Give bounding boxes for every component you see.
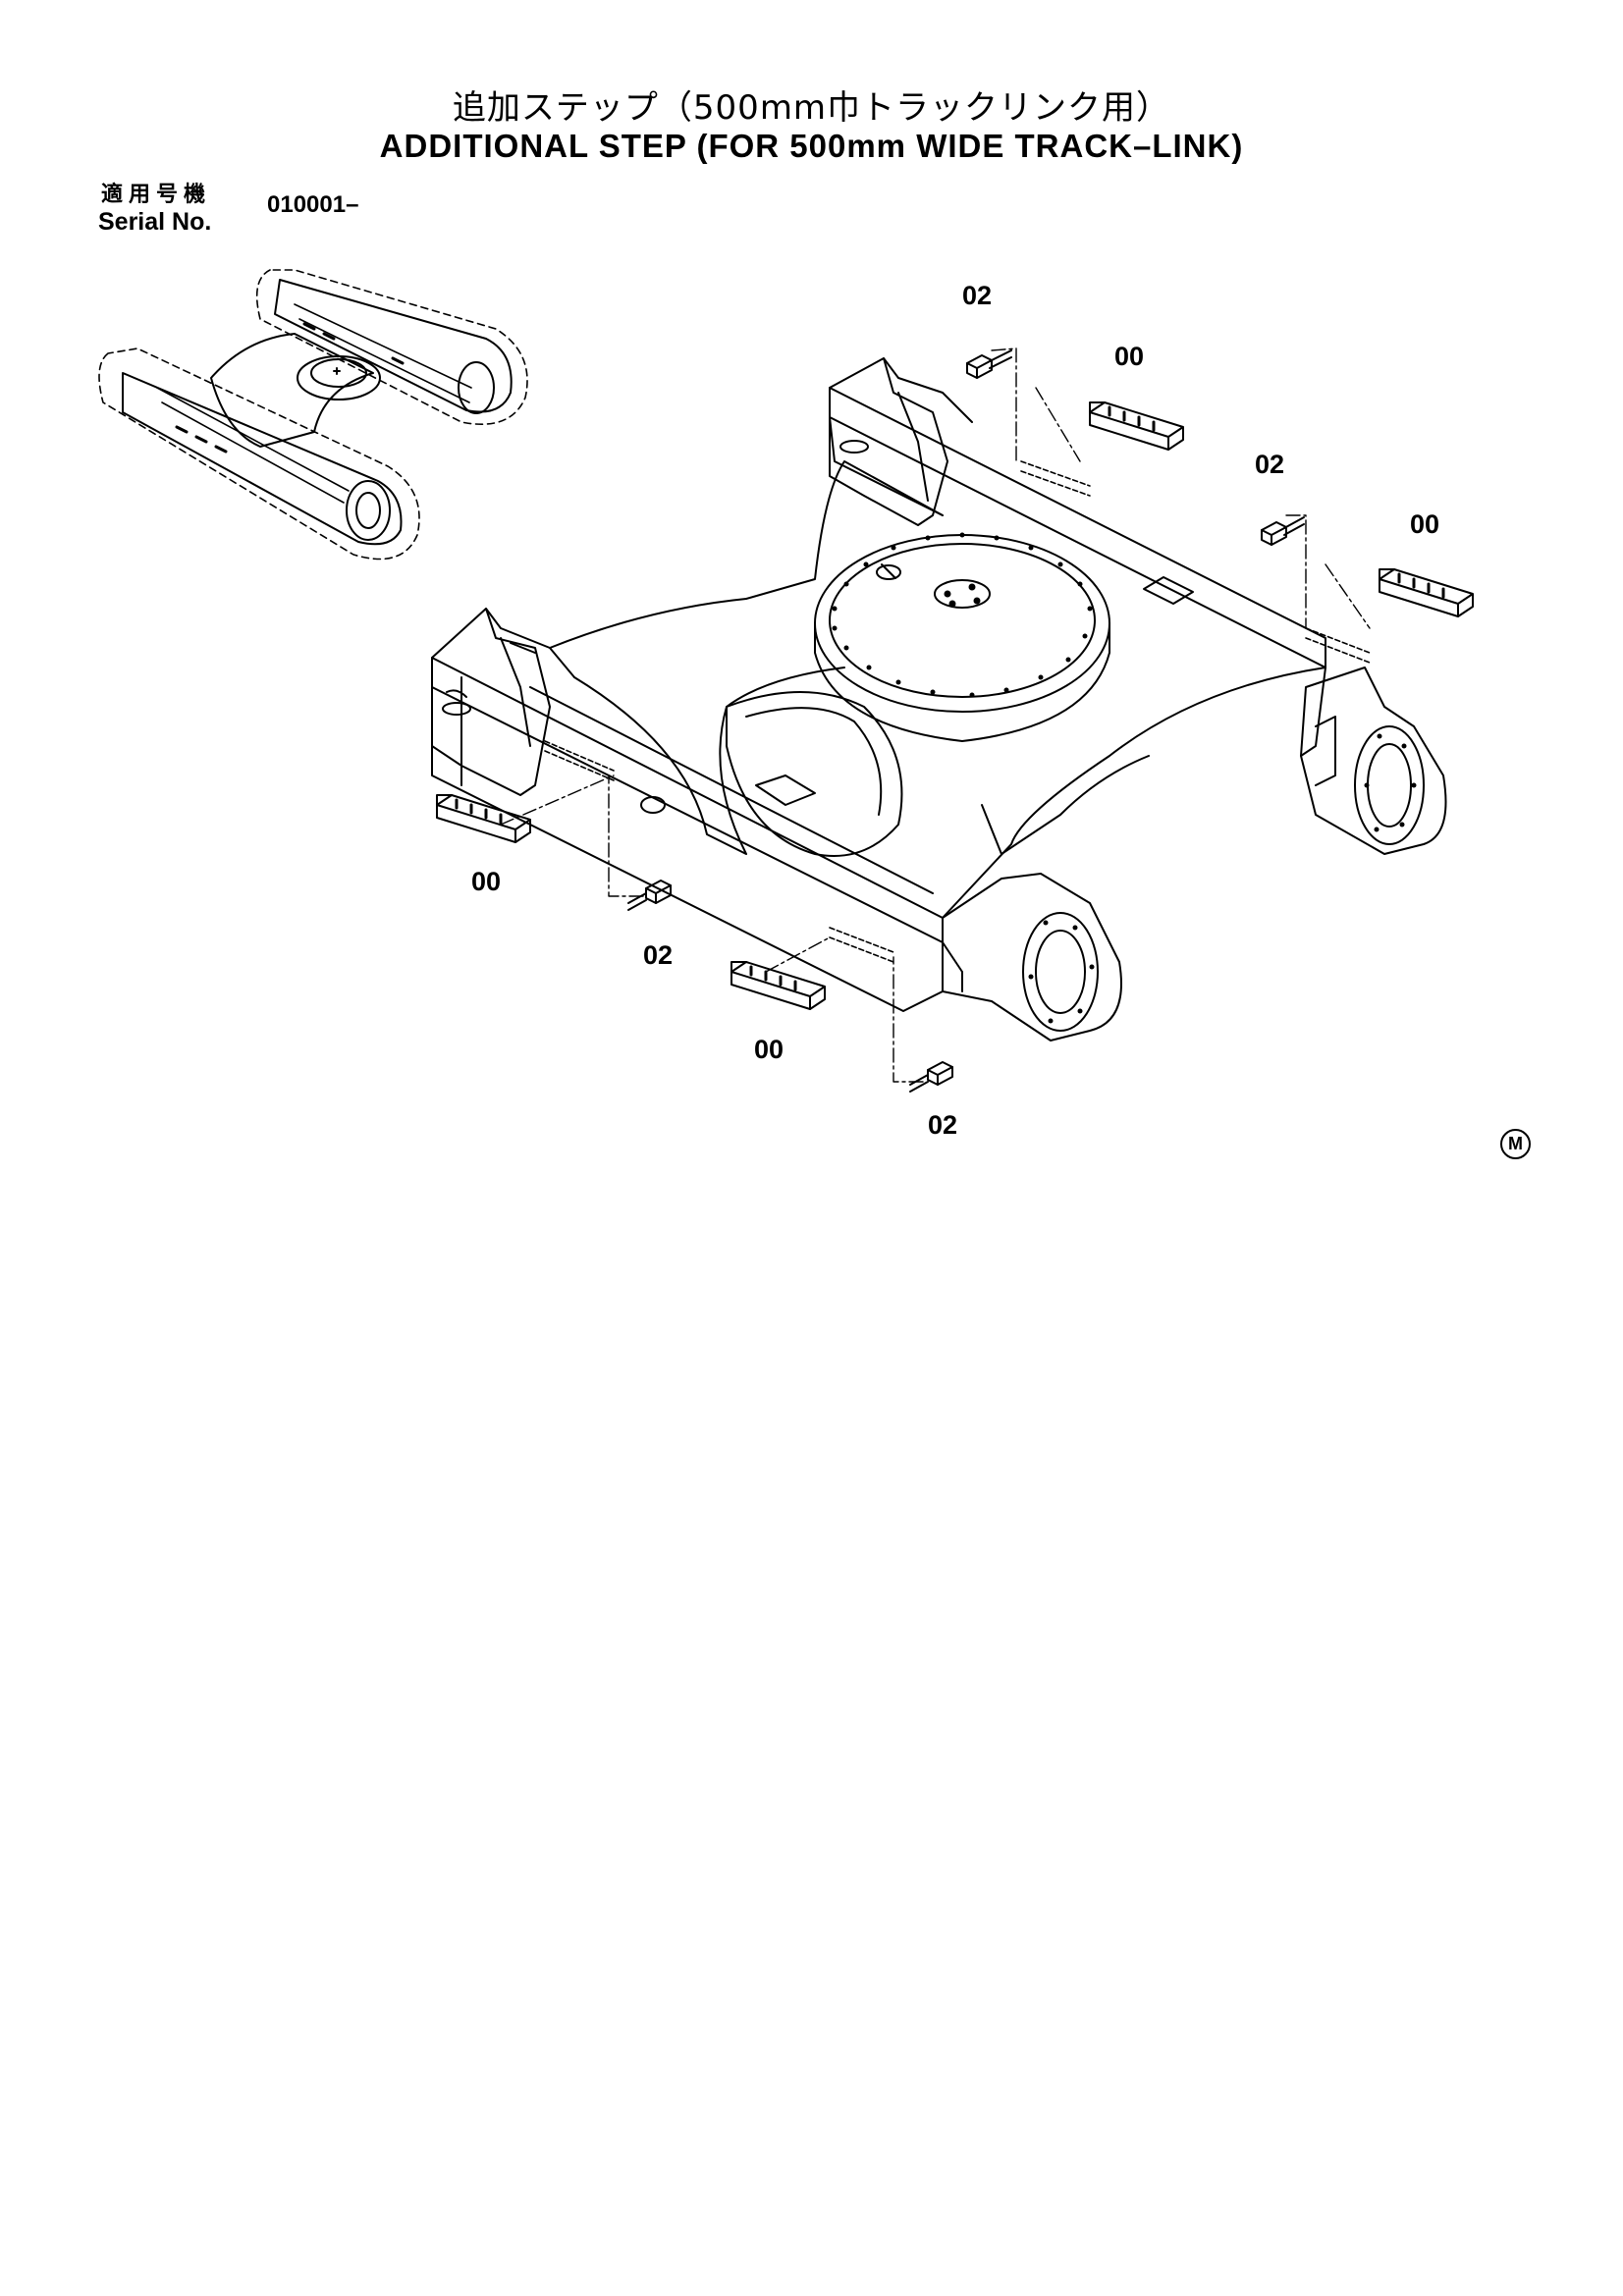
bolt-part-top xyxy=(966,349,1012,379)
step-part-right xyxy=(1379,568,1474,617)
callout-step-front: 00 xyxy=(754,1035,784,1064)
page-title-japanese: 追加ステップ（500mm巾トラックリンク用） xyxy=(452,88,1171,128)
bolt-part-left xyxy=(627,880,672,911)
callout-step-right: 00 xyxy=(1410,509,1439,539)
serial-number-value: 010001– xyxy=(267,191,359,218)
callout-bolt-top: 02 xyxy=(962,281,992,310)
page-title-english: ADDITIONAL STEP (FOR 500mm WIDE TRACK–LI… xyxy=(379,128,1244,164)
callout-step-top: 00 xyxy=(1114,342,1144,371)
step-part-front xyxy=(730,961,826,1010)
callout-bolt-left: 02 xyxy=(643,940,673,970)
circled-m-mark: M xyxy=(1500,1129,1531,1159)
step-mounting-positions xyxy=(544,460,1371,963)
track-frame-main-view xyxy=(431,357,1447,1041)
bolt-part-front xyxy=(909,1061,953,1093)
leader-lines xyxy=(500,347,1371,1083)
callout-bolt-right: 02 xyxy=(1255,450,1284,479)
step-part-left xyxy=(436,794,531,843)
serial-label-english: Serial No. xyxy=(98,208,212,236)
bolt-part-right xyxy=(1261,516,1305,546)
callout-bolt-front: 02 xyxy=(928,1110,957,1140)
callout-step-left: 00 xyxy=(471,867,501,896)
undercarriage-overview-thumbnail xyxy=(98,269,528,561)
serial-label-japanese: 適用号機 xyxy=(101,183,212,207)
step-part-top xyxy=(1089,401,1184,451)
